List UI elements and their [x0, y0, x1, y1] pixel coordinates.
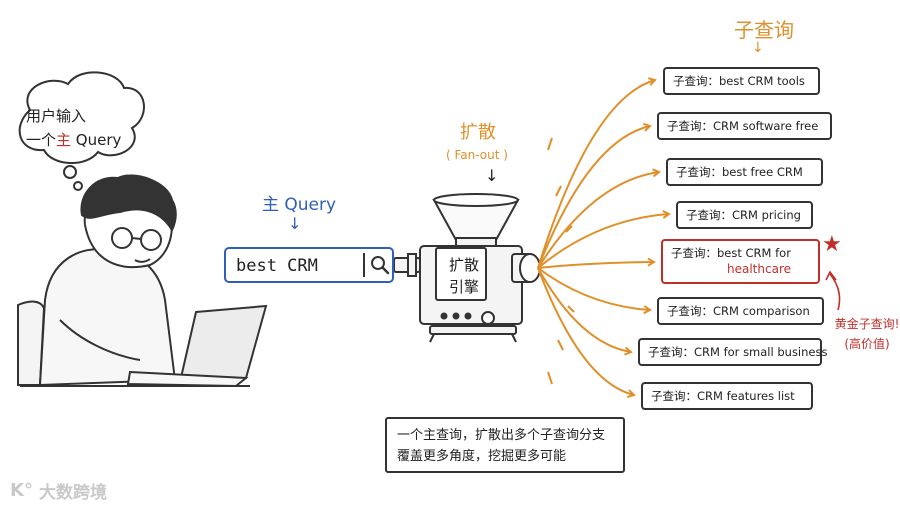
- subqueries-title-arrow: ↓: [752, 40, 764, 56]
- bubble-line-2: 一个主 Query: [26, 128, 136, 152]
- subquery-prefix: 子查询：: [676, 165, 722, 179]
- bubble-line-2-suffix: Query: [71, 131, 122, 149]
- summary-box: 一个主查询，扩散出多个子查询分支 覆盖更多角度，挖掘更多可能: [385, 417, 625, 473]
- subquery-item-7[interactable]: 子查询：CRM for small business: [638, 338, 827, 366]
- bubble-line-2-prefix: 一个: [26, 131, 57, 149]
- summary-line-2: 覆盖更多角度，挖掘更多可能: [397, 449, 567, 464]
- fanout-arrowhead-3: [652, 168, 661, 178]
- subquery-highlight: healthcare: [727, 262, 791, 276]
- search-icon: [371, 256, 390, 275]
- subquery-item-3[interactable]: 子查询：best free CRM: [666, 158, 823, 186]
- bubble-line-1: 用户输入: [26, 107, 87, 125]
- summary-line-1: 一个主查询，扩散出多个子查询分支: [397, 428, 606, 443]
- subquery-text: CRM comparison: [713, 304, 810, 318]
- subquery-prefix: 子查询：: [651, 389, 697, 403]
- brand-logo-icon: K°: [10, 480, 33, 501]
- motion-dash-1: [547, 137, 553, 151]
- fanout-arrow-3: [537, 171, 660, 269]
- bubble-line-2-highlight: 主: [56, 131, 72, 149]
- subqueries-title: 子查询: [734, 18, 794, 42]
- motion-dash-5: [557, 339, 564, 351]
- search-input[interactable]: [234, 254, 358, 278]
- fanout-arrowhead-7: [624, 346, 633, 356]
- subquery-item-4[interactable]: 子查询：CRM pricing: [676, 201, 813, 229]
- fanout-arrow-4: [537, 213, 670, 269]
- fanout-arrowhead-8: [627, 389, 636, 399]
- subquery-prefix: 子查询：: [671, 246, 717, 260]
- thought-bubble: [18, 71, 145, 191]
- search-divider: [363, 253, 365, 277]
- engine-label: 扩散 引擎: [444, 254, 484, 298]
- motion-dash-4: [567, 305, 575, 313]
- subquery-item-8[interactable]: 子查询：CRM features list: [641, 382, 813, 410]
- fanout-arrowhead-6: [643, 305, 652, 315]
- gold-note: 黄金子查询! (高价值): [830, 314, 900, 354]
- subquery-item-5-gold[interactable]: 子查询：best CRM for healthcare: [661, 239, 820, 284]
- star-icon: ★: [822, 232, 842, 257]
- fanout-sublabel: ( Fan-out ): [446, 148, 508, 162]
- brand-logo-text: 大数跨境: [38, 483, 107, 503]
- fanout-arrowhead-4: [662, 209, 671, 219]
- gold-note-line-2: (高价值): [844, 337, 890, 351]
- brand-logo: K° 大数跨境: [10, 478, 107, 503]
- fanout-arrow-5: [537, 261, 655, 269]
- subquery-item-6[interactable]: 子查询：CRM comparison: [657, 297, 824, 325]
- fanout-arrowhead-1: [647, 77, 657, 86]
- main-query-label: 主 Query: [262, 195, 337, 215]
- subquery-text: best CRM for: [717, 246, 791, 260]
- subquery-text: best CRM tools: [719, 74, 805, 88]
- subquery-prefix: 子查询：: [667, 304, 713, 318]
- fanout-engine-illustration: [419, 193, 541, 343]
- gold-note-arrow: [825, 270, 841, 311]
- subquery-text: best free CRM: [722, 165, 803, 179]
- subquery-prefix: 子查询：: [648, 345, 694, 359]
- fanout-label: 扩散: [460, 122, 496, 143]
- subquery-prefix: 子查询：: [673, 74, 719, 88]
- motion-dash-2: [555, 185, 562, 197]
- laptop-illustration: [20, 304, 268, 388]
- subquery-item-2[interactable]: 子查询：CRM software free: [657, 112, 832, 140]
- fanout-arrow-1: [537, 79, 656, 269]
- subquery-item-1[interactable]: 子查询：best CRM tools: [663, 67, 820, 95]
- subquery-text: CRM pricing: [732, 208, 801, 222]
- subquery-prefix: 子查询：: [686, 208, 732, 222]
- fanout-arrow-7: [537, 267, 632, 353]
- fanout-arrow-2: [537, 125, 651, 269]
- engine-label-line-2: 引擎: [448, 278, 479, 296]
- thought-bubble-text: 用户输入 一个主 Query: [26, 104, 136, 152]
- person-illustration: [17, 174, 177, 387]
- fanout-arrows: [537, 77, 671, 399]
- search-button[interactable]: [368, 252, 392, 278]
- fanout-arrow-6: [537, 267, 651, 311]
- main-query-arrow: ↓: [288, 214, 302, 233]
- fanout-arrow: ↓: [485, 166, 499, 185]
- gold-note-line-1: 黄金子查询!: [834, 317, 900, 331]
- fanout-arrowhead-5: [647, 257, 656, 267]
- motion-dash-6: [547, 371, 553, 385]
- engine-label-line-1: 扩散: [448, 256, 479, 274]
- subquery-prefix: 子查询：: [667, 119, 713, 133]
- fanout-arrow-8: [537, 267, 635, 396]
- subquery-text: CRM features list: [697, 389, 795, 403]
- subquery-text: CRM software free: [713, 119, 819, 133]
- search-box: [224, 247, 394, 283]
- subquery-text: CRM for small business: [694, 345, 828, 359]
- fanout-arrowhead-2: [643, 122, 652, 132]
- search-to-engine-pipe: [393, 253, 421, 277]
- motion-dash-3: [565, 225, 573, 233]
